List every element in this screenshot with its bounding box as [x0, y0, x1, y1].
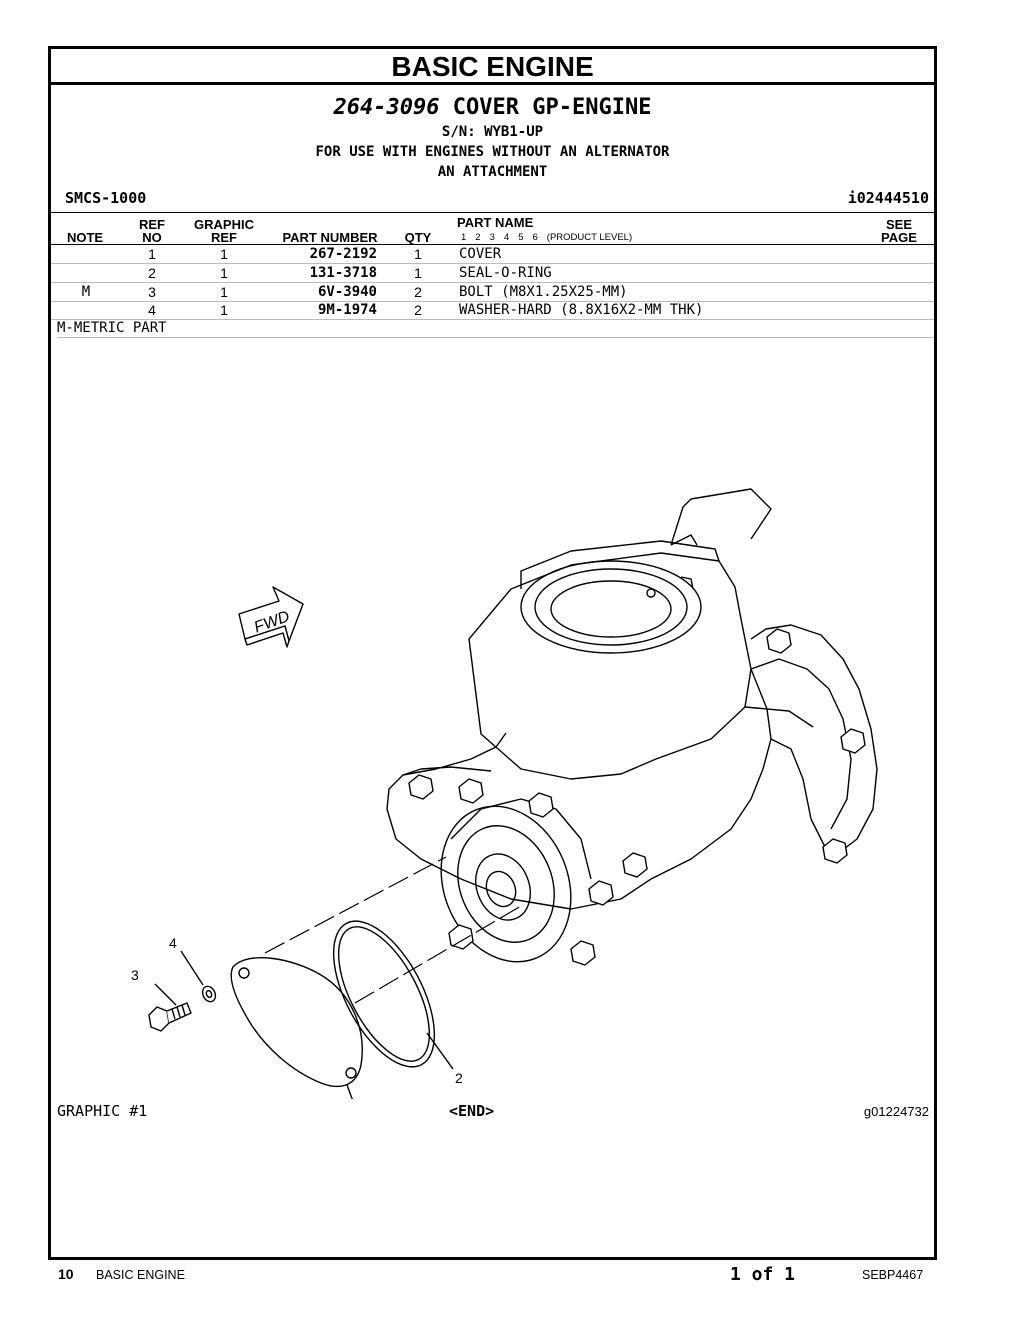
housing-bolts — [408, 628, 866, 966]
row-part-number[interactable]: 9M-1974 — [317, 302, 377, 318]
footer-section: BASIC ENGINE — [96, 1268, 185, 1282]
row-graphic: 1 — [220, 246, 228, 262]
seal-o-ring — [332, 920, 436, 1068]
group-title: 264-3096 COVER GP-ENGINE — [51, 95, 934, 121]
header-graphic-top: GRAPHIC — [194, 217, 254, 232]
table-row: 4 1 9M-1974 2 WASHER-HARD (8.8X16X2-MM T… — [51, 301, 934, 320]
exploded-view-drawing: FWD — [131, 488, 878, 1099]
row-part-number[interactable]: 267-2192 — [309, 246, 377, 262]
usage-note: FOR USE WITH ENGINES WITHOUT AN ALTERNAT… — [315, 144, 670, 160]
row-part-number[interactable]: 6V-3940 — [317, 284, 377, 300]
header-see-top: SEE — [885, 217, 912, 232]
footer-document-id: SEBP4467 — [862, 1268, 924, 1282]
illustration-id: i02444510 — [847, 189, 929, 207]
row-qty: 1 — [414, 246, 422, 262]
header-graphic-bottom: REF — [211, 230, 237, 245]
level-4: 4 — [503, 232, 510, 243]
row-qty: 1 — [414, 265, 422, 281]
row-note: M — [81, 284, 91, 300]
level-6: 6 — [532, 232, 538, 243]
engine-housing — [386, 488, 878, 910]
metric-bolt — [148, 1002, 192, 1032]
levels-label: (PRODUCT LEVEL) — [546, 232, 633, 243]
level-5: 5 — [518, 232, 524, 243]
row-part-name: COVER — [459, 246, 502, 262]
row-part-name: BOLT (M8X1.25X25-MM) — [459, 284, 628, 300]
smcs-code: SMCS-1000 — [65, 189, 147, 207]
header-part-number: PART NUMBER — [282, 230, 378, 245]
row-part-name: SEAL-O-RING — [459, 265, 552, 281]
metric-footnote: M-METRIC PART — [57, 319, 934, 338]
level-1: 1 — [461, 232, 467, 243]
header-note: NOTE — [66, 230, 104, 245]
level-3: 3 — [489, 232, 495, 243]
header-ref-bottom: NO — [142, 230, 162, 245]
row-ref: 1 — [148, 246, 156, 262]
row-ref: 3 — [148, 284, 156, 300]
row-qty: 2 — [414, 284, 422, 300]
end-marker: <END> — [449, 1102, 495, 1120]
group-type: AN ATTACHMENT — [437, 164, 548, 180]
graphic-label: GRAPHIC #1 — [57, 1102, 148, 1120]
header-qty: QTY — [404, 230, 432, 245]
level-2: 2 — [475, 232, 481, 243]
footer-page-number: 10 — [58, 1266, 74, 1282]
header-see-bottom: PAGE — [881, 230, 917, 245]
row-graphic: 1 — [220, 284, 228, 300]
callout-4: 4 — [169, 935, 177, 951]
row-part-number[interactable]: 131-3718 — [309, 265, 377, 281]
header-bottom-divider — [51, 244, 934, 245]
hard-washer — [201, 985, 217, 1003]
group-part-number: 264-3096 — [333, 95, 440, 120]
fwd-arrow-icon: FWD — [238, 586, 304, 648]
serial-number: S/N: WYB1-UP — [441, 124, 544, 140]
table-row: 1 1 267-2192 1 COVER — [51, 245, 934, 264]
header-divider — [51, 212, 934, 213]
row-part-name: WASHER-HARD (8.8X16X2-MM THK) — [459, 302, 704, 318]
row-ref: 2 — [148, 265, 156, 281]
page-frame: BASIC ENGINE 264-3096 COVER GP-ENGINE S/… — [48, 46, 937, 1260]
footer-page-of: 1 of 1 — [730, 1264, 796, 1285]
row-graphic: 1 — [220, 302, 228, 318]
table-row: M 3 1 6V-3940 2 BOLT (M8X1.25X25-MM) — [51, 283, 934, 302]
table-row: 2 1 131-3718 1 SEAL-O-RING — [51, 264, 934, 283]
group-name: COVER GP-ENGINE — [452, 95, 652, 120]
cover-plate — [230, 957, 363, 1088]
header-part-name: PART NAME — [457, 215, 534, 230]
row-graphic: 1 — [220, 265, 228, 281]
row-qty: 2 — [414, 302, 422, 318]
callout-2: 2 — [455, 1070, 463, 1086]
graphic-id: g01224732 — [863, 1104, 929, 1119]
callout-3: 3 — [131, 967, 139, 983]
row-ref: 4 — [148, 302, 156, 318]
header-ref-top: REF — [139, 217, 165, 232]
section-title: BASIC ENGINE — [51, 49, 934, 85]
housing-bore — [440, 798, 592, 963]
